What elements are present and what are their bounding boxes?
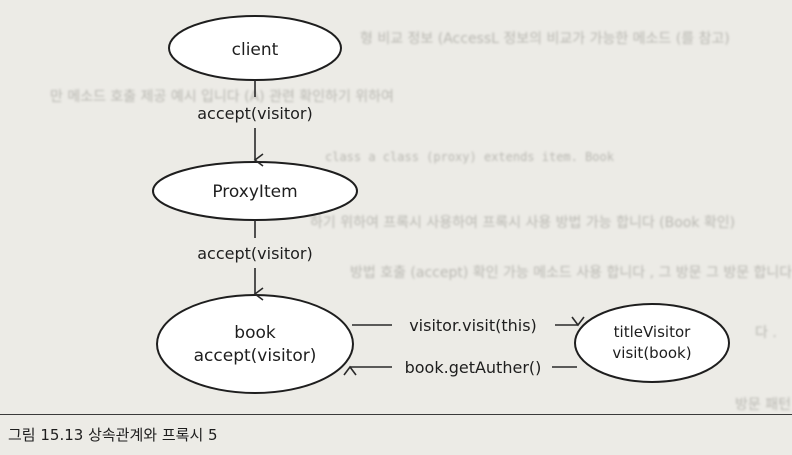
edge-book-to-visitor-label: visitor.visit(this) xyxy=(409,316,537,335)
bleed-text-2: 만 메소드 호출 제공 예시 입니다 (A) 관련 확인하기 위하여 xyxy=(50,89,394,105)
title-visitor-label: titleVisitor xyxy=(614,323,691,341)
client-label: client xyxy=(232,40,279,60)
book-node: book accept(visitor) xyxy=(156,294,354,394)
figure-caption: 그림 15.13 상속관계와 프록시 5 xyxy=(8,426,218,444)
edge-client-to-proxy: accept(visitor) xyxy=(197,80,313,167)
edge-visitor-to-book: book.getAuther() xyxy=(343,358,577,377)
bleed-text-7: 방문 패턴 xyxy=(735,397,791,413)
proxy-item-node: ProxyItem xyxy=(152,161,358,221)
title-visitor-visit-label: visit(book) xyxy=(612,344,691,362)
edge-proxy-to-book: accept(visitor) xyxy=(197,220,313,301)
bleed-text-4: 하기 위하여 프록시 사용하여 프록시 사용 방법 가능 합니다 (Book 확… xyxy=(310,215,736,231)
title-visitor-node: titleVisitor visit(book) xyxy=(574,303,730,383)
bleed-text-3: class a class (proxy) extends item. Book xyxy=(325,150,614,164)
edge-proxy-to-book-label: accept(visitor) xyxy=(197,244,313,263)
edge-client-to-proxy-label: accept(visitor) xyxy=(197,104,313,123)
proxy-item-label: ProxyItem xyxy=(212,182,297,202)
bleed-text-5: 방법 호출 (accept) 확인 가능 메소드 사용 합니다 , 그 방문 그… xyxy=(350,265,792,281)
bleed-text-6: 다 . xyxy=(755,325,777,341)
client-node: client xyxy=(168,15,342,81)
book-accept-label: accept(visitor) xyxy=(194,346,317,366)
bleed-text-1: 형 비교 정보 (AccessL 정보의 비교가 가능한 메소드 (를 참고) xyxy=(360,31,730,47)
book-label: book xyxy=(234,323,276,343)
diagram-canvas: client ProxyItem book accept(visitor) ti… xyxy=(152,15,730,394)
edge-visitor-to-book-label: book.getAuther() xyxy=(405,358,542,377)
caption-divider xyxy=(0,414,792,415)
edge-book-to-visitor: visitor.visit(this) xyxy=(352,316,585,335)
